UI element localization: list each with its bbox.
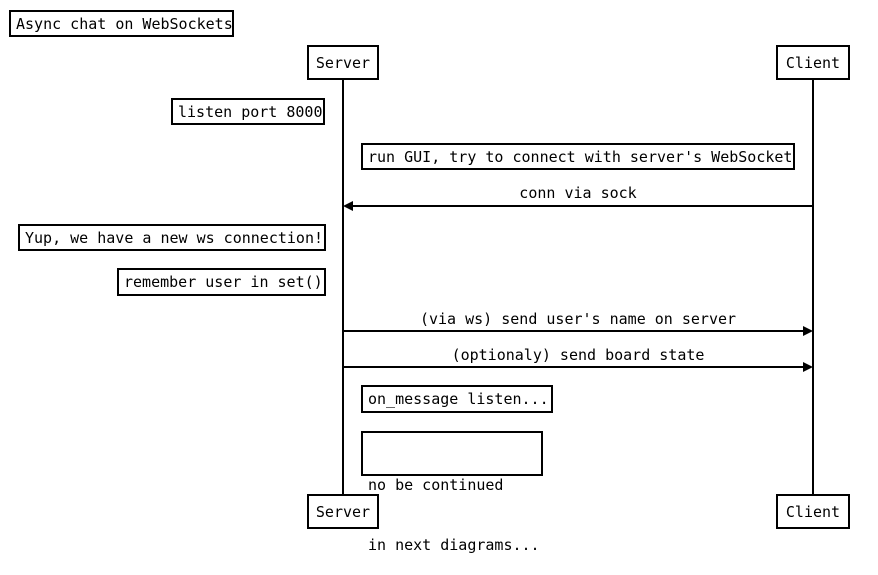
message-board-state-label: (optionaly) send board state (451, 346, 705, 364)
note-listen: listen port 8000 (171, 98, 325, 125)
server-lifeline (342, 80, 344, 495)
arrow-board-state (343, 362, 813, 372)
server-actor-top: Server (307, 45, 379, 80)
message-send-name-label: (via ws) send user's name on server (419, 310, 737, 328)
client-actor-bottom: Client (776, 494, 850, 529)
arrow-conn (343, 201, 812, 211)
client-actor-top: Client (776, 45, 850, 80)
message-conn-label: conn via sock (519, 184, 637, 202)
note-continued-line-1: no be continued (368, 476, 504, 494)
diagram-title: Async chat on WebSockets (9, 10, 234, 37)
note-continued: no be continued in next diagrams... (361, 431, 543, 554)
note-new-connection: Yup, we have a new ws connection! (18, 224, 326, 251)
arrow-send-name (343, 326, 813, 336)
note-remember-user: remember user in set() (117, 268, 326, 296)
message-arrows (343, 201, 813, 372)
client-lifeline (812, 80, 814, 495)
server-actor-bottom: Server (307, 494, 379, 529)
note-run-gui: run GUI, try to connect with server's We… (361, 143, 795, 170)
note-on-message: on_message listen... (361, 385, 553, 413)
